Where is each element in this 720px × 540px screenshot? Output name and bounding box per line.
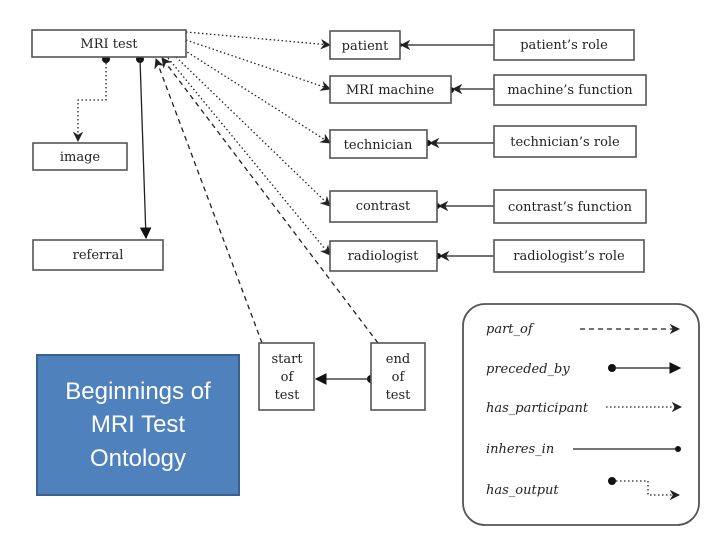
node-mri-test: MRI test xyxy=(31,29,187,58)
node-patient: patient xyxy=(329,30,401,60)
node-technicians-role-label: technician’s role xyxy=(510,135,620,150)
node-technician-label: technician xyxy=(344,138,413,153)
legend-label-part-of: part_of xyxy=(486,322,535,337)
node-patient-label: patient xyxy=(342,39,390,54)
node-start-of-test: start of test xyxy=(258,342,315,411)
edge-part-of-end-of-test xyxy=(161,57,379,344)
node-image-label: image xyxy=(60,150,101,165)
legend-label-has-participant: has_participant xyxy=(486,401,589,416)
edge-has-participant-technician xyxy=(183,49,331,144)
legend-dot-inheres-in xyxy=(675,446,681,452)
node-referral: referral xyxy=(32,239,164,271)
node-contrast: contrast xyxy=(329,190,438,223)
legend: part_of preceded_by has_participant inhe… xyxy=(462,303,700,526)
node-contrasts-function-label: contrast’s function xyxy=(508,200,633,215)
edge-has-participant-mri-machine xyxy=(185,39,331,91)
title-box: Beginnings of MRI Test Ontology xyxy=(36,354,240,496)
node-technicians-role: technician’s role xyxy=(493,125,637,158)
node-contrasts-function: contrast’s function xyxy=(493,189,647,224)
edge-has-participant-patient xyxy=(185,31,332,50)
node-radiologist: radiologist xyxy=(329,240,438,272)
edge-preceded-by-referral xyxy=(139,58,152,240)
node-start-of-test-line-3: test xyxy=(275,388,301,403)
node-end-of-test-line-3: test xyxy=(386,388,412,403)
node-technician: technician xyxy=(329,129,428,159)
node-image: image xyxy=(32,142,128,171)
edge-part-of-start-of-test xyxy=(154,58,263,344)
node-patients-role-label: patient’s role xyxy=(520,38,608,53)
node-start-of-test-line-2: of xyxy=(281,370,295,385)
node-radiologist-label: radiologist xyxy=(348,249,419,264)
node-end-of-test-line-2: of xyxy=(392,370,406,385)
edge-has-participant-contrast xyxy=(175,56,331,207)
node-referral-label: referral xyxy=(73,248,124,263)
node-contrast-label: contrast xyxy=(356,199,411,214)
legend-line-has-output xyxy=(612,480,681,501)
node-machines-function: machine’s function xyxy=(493,74,647,106)
title-box-text: Beginnings of MRI Test Ontology xyxy=(65,377,211,472)
node-radiologists-role-label: radiologist’s role xyxy=(513,249,625,264)
node-machines-function-label: machine’s function xyxy=(507,83,633,98)
node-mri-machine: MRI machine xyxy=(329,75,452,104)
node-radiologists-role: radiologist’s role xyxy=(493,239,645,273)
node-start-of-test-line-1: start xyxy=(271,352,303,367)
node-patients-role: patient’s role xyxy=(493,29,635,61)
legend-label-preceded-by: preceded_by xyxy=(486,362,570,377)
edge-has-participant-radiologist xyxy=(167,57,331,256)
node-end-of-test-line-1: end xyxy=(386,352,410,367)
node-end-of-test: end of test xyxy=(370,342,426,411)
legend-label-has-output: has_output xyxy=(486,483,559,498)
node-mri-machine-label: MRI machine xyxy=(346,83,435,98)
legend-label-inheres-in: inheres_in xyxy=(486,442,554,457)
edge-has-output-image xyxy=(72,59,107,143)
node-mri-test-label: MRI test xyxy=(80,37,138,52)
